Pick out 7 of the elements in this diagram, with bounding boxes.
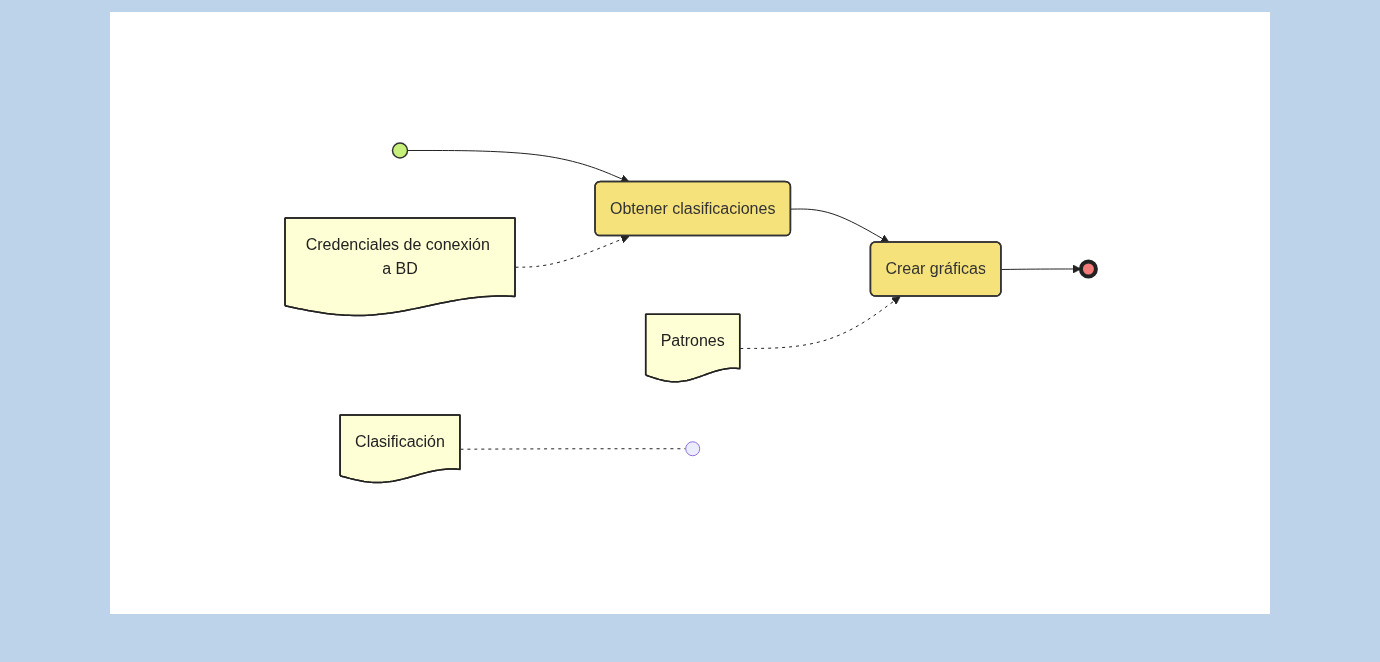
node-circle bbox=[1078, 259, 1098, 279]
arrow bbox=[789, 208, 890, 244]
arrow bbox=[514, 235, 630, 268]
arrow bbox=[1000, 264, 1081, 274]
node-circle bbox=[391, 142, 408, 159]
connector bbox=[459, 448, 686, 450]
arrow bbox=[739, 296, 901, 350]
